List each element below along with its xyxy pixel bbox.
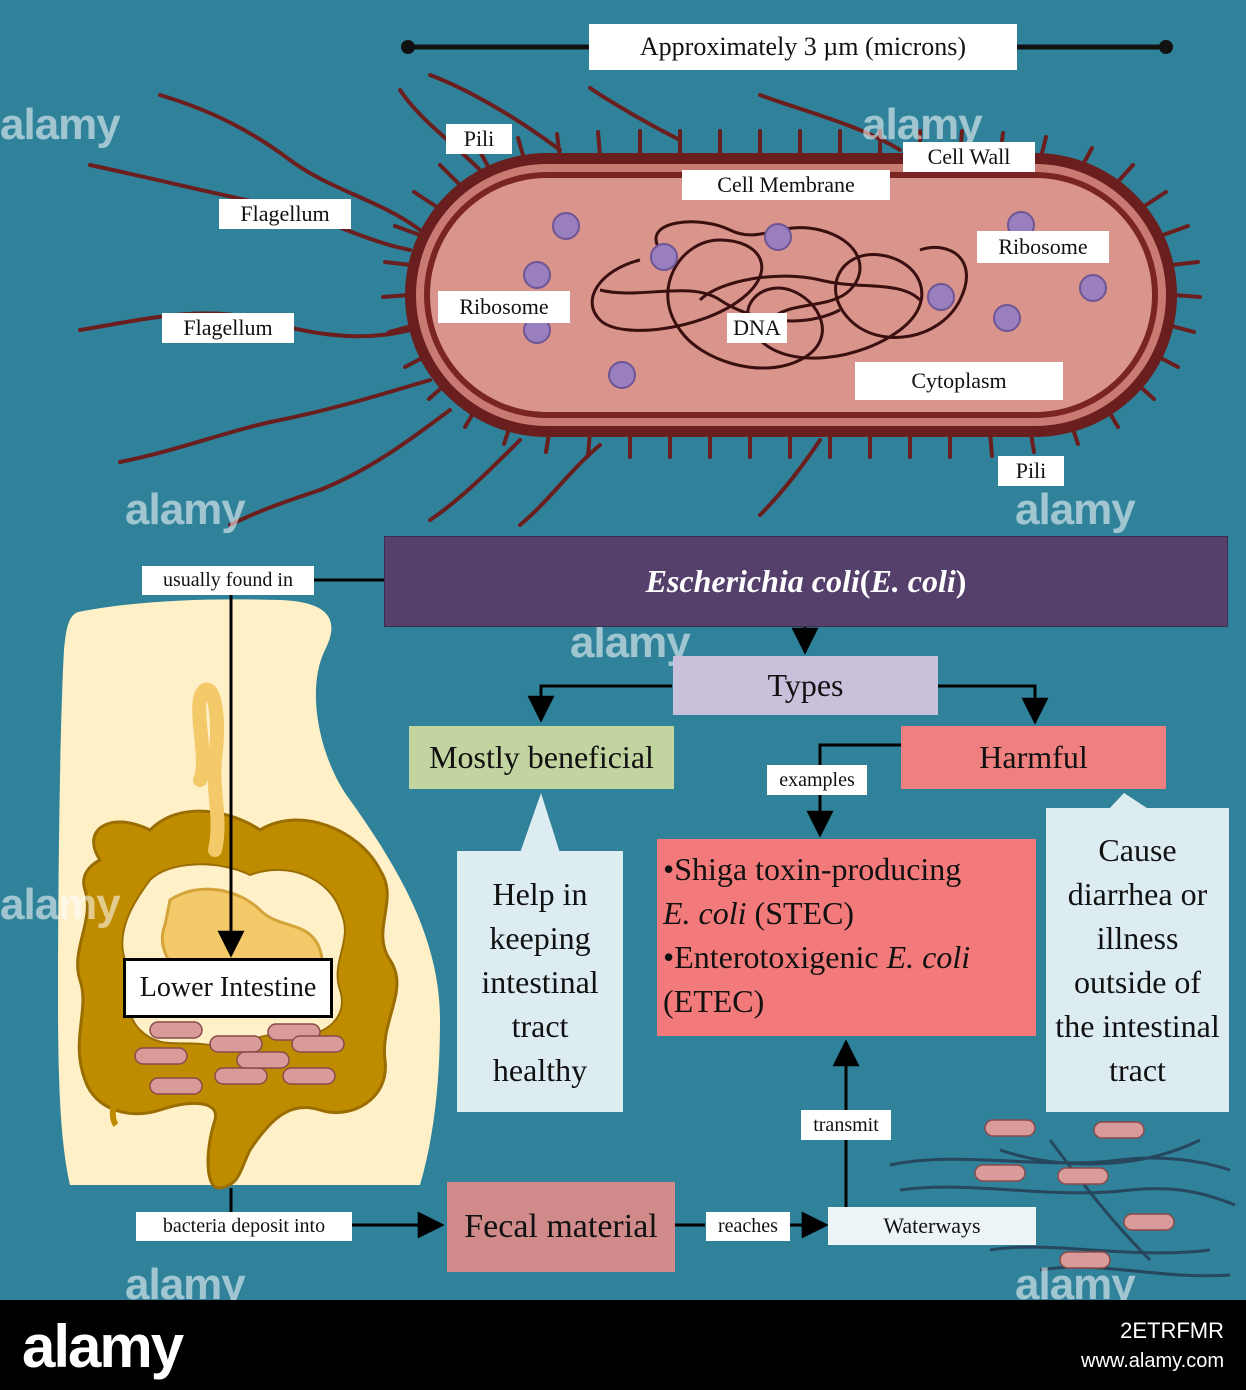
title-open-paren: ( (859, 563, 871, 599)
watermark-text: alamy (0, 880, 121, 929)
example-stec-abbrev: (STEC) (746, 895, 855, 931)
flagellum-label-upper: Flagellum (219, 199, 351, 229)
watermark-text: alamy (1015, 1260, 1136, 1300)
beneficial-description: Help in keeping intestinal tract healthy (457, 851, 623, 1112)
fecal-material-box: Fecal material (447, 1182, 675, 1272)
callout-pointers (520, 793, 1150, 853)
dna-strand (590, 220, 968, 370)
dna-label: DNA (727, 313, 787, 343)
connectors (217, 578, 1049, 1239)
transmit-label: transmit (801, 1110, 891, 1140)
harmful-examples-box: •Shiga toxin-producing E. coli (STEC) •En… (657, 839, 1036, 1036)
watermark-text: alamy (125, 485, 246, 534)
waterways-box: Waterways (828, 1207, 1036, 1245)
footer-logo: alamy (22, 1313, 184, 1380)
harmful-box: Harmful (901, 726, 1166, 789)
example-etec-species: E. coli (886, 939, 971, 975)
example-stec-species: E. coli (663, 895, 747, 931)
reaches-label: reaches (706, 1212, 790, 1241)
example-stec-name: •Shiga toxin-producing (663, 851, 962, 887)
footer-image-id: 2ETRFMR (1120, 1318, 1224, 1343)
ribosome-label-left: Ribosome (438, 291, 570, 323)
beneficial-box: Mostly beneficial (409, 726, 674, 789)
cell-wall-label: Cell Wall (903, 142, 1035, 172)
example-etec-abbrev: (ETEC) (663, 983, 765, 1019)
title-close-paren: ) (955, 563, 967, 599)
watermark-text: alamy (0, 100, 121, 149)
bacteria-deposit-into-label: bacteria deposit into (136, 1212, 352, 1241)
types-box: Types (673, 656, 938, 715)
title-scientific-name: Escherichia coli (645, 563, 860, 599)
flagellum-label-lower: Flagellum (162, 313, 294, 343)
scale-label: Approximately 3 µm (microns) (589, 24, 1017, 70)
example-stec: •Shiga toxin-producing E. coli (STEC) (663, 847, 1030, 935)
footer-bar: alamy 2ETRFMR www.alamy.com (0, 1300, 1246, 1390)
infographic-canvas: alamy alamy alamy alamy alamy alamy alam… (0, 0, 1246, 1300)
example-etec-name: •Enterotoxigenic (663, 939, 887, 975)
pili-label-bottom: Pili (998, 456, 1064, 486)
pili-label-top: Pili (446, 124, 512, 154)
title-box: Escherichia coli (E. coli) (384, 536, 1228, 627)
flagella (78, 73, 902, 527)
watermark-text: alamy (862, 100, 983, 149)
title-short-name: E. coli (870, 563, 956, 599)
ribosome-label-right: Ribosome (977, 231, 1109, 263)
waterway-bacteria (889, 1119, 1236, 1278)
example-etec: •Enterotoxigenic E. coli (ETEC) (663, 935, 1030, 1023)
harmful-description: Cause diarrhea or illness outside of the… (1046, 808, 1229, 1112)
cytoplasm-label: Cytoplasm (855, 362, 1063, 400)
examples-label: examples (767, 765, 867, 795)
footer-url: www.alamy.com (1081, 1350, 1224, 1372)
lower-intestine-box: Lower Intestine (123, 958, 333, 1018)
watermark-text: alamy (1015, 485, 1136, 534)
diagram-graphics (58, 40, 1236, 1278)
cell-membrane-label: Cell Membrane (682, 170, 890, 200)
usually-found-in-label: usually found in (142, 566, 314, 595)
watermark-text: alamy (125, 1260, 246, 1300)
